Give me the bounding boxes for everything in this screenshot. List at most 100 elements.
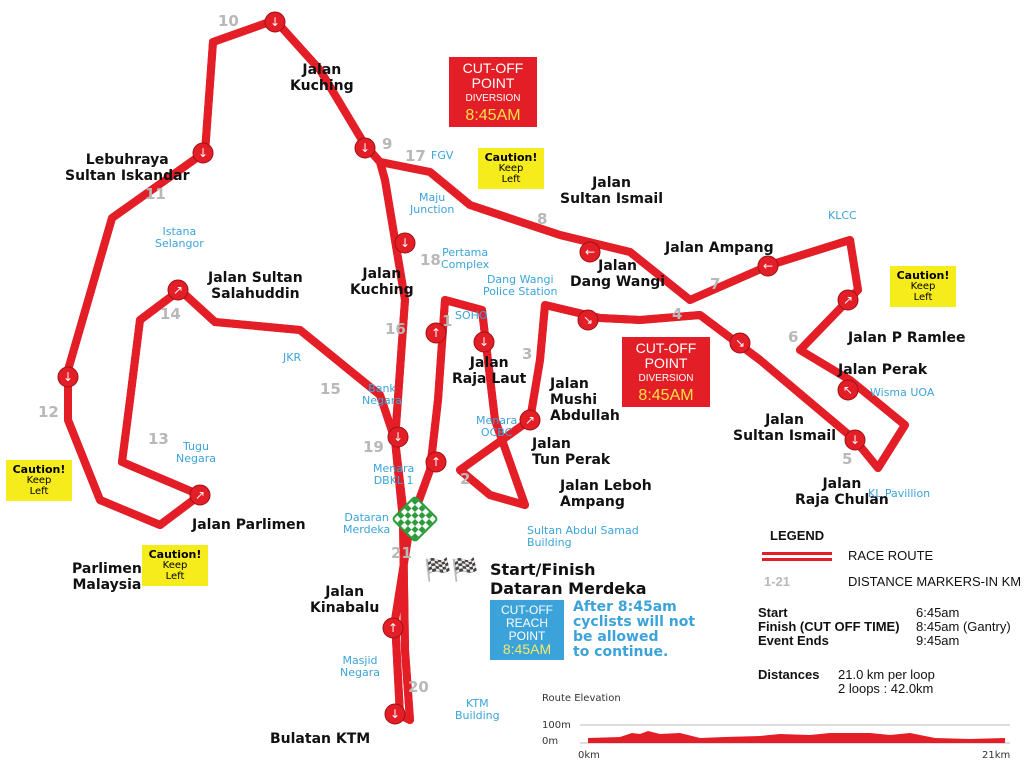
arrow-glyph: ↓: [63, 370, 73, 384]
km-marker: 2: [460, 470, 471, 488]
race-route-swatch: [762, 552, 832, 561]
cutoff-line1: CUT-OFF: [462, 60, 524, 76]
cutoff-line2: POINT: [644, 355, 688, 371]
legend-markers-sample: 1-21: [764, 574, 791, 589]
street-jalan-parlimen: Jalan Parlimen: [192, 517, 306, 533]
km-marker: 13: [148, 430, 169, 448]
elevation-y-bottom: 0m: [542, 736, 559, 747]
km-marker: 20: [408, 678, 429, 696]
landmark-menara-ocbc: Menara OCBC: [476, 414, 518, 439]
caution-title: Caution!: [12, 463, 66, 476]
arrow-glyph: ↓: [393, 430, 403, 444]
elevation-x-start: 0km: [578, 750, 600, 761]
km-marker: 15: [320, 380, 341, 398]
direction-arrow-icon: [425, 322, 447, 344]
cutoff-reach-text: CUT-OFF REACH POINT: [501, 603, 553, 643]
km-marker: 6: [788, 328, 799, 346]
elevation-x-end: 21km: [982, 750, 1011, 761]
landmark-ktm-building: KTM Building: [455, 697, 500, 722]
direction-arrow-icon: [57, 366, 79, 388]
legend-markers-label: DISTANCE MARKERS-IN KM: [848, 574, 1022, 589]
direction-arrow-icon: [837, 379, 859, 401]
km-marker: 16: [385, 320, 406, 338]
street-lebuhraya-sultan-iskandar: Lebuhraya Sultan Iskandar: [65, 152, 190, 184]
arrow-glyph: ↓: [270, 15, 280, 29]
route-elevation: Route Elevation 100m 0m 0km 21km: [540, 693, 1020, 763]
direction-arrow-icon: [473, 331, 495, 353]
km-marker: 12: [38, 403, 59, 421]
km-marker: 18: [420, 251, 441, 269]
street-jalan-kuching-south: Jalan Kuching: [350, 266, 414, 298]
cutoff-diversion-north: CUT-OFF POINT DIVERSION 8:45AM: [449, 57, 537, 127]
cutoff-reach-time: 8:45AM: [502, 641, 552, 657]
km-marker: 4: [672, 305, 683, 323]
km-marker: 14: [160, 305, 181, 323]
street-bulatan-ktm: Bulatan KTM: [270, 731, 371, 747]
landmark-wisma-uoa: Wisma UOA: [870, 386, 935, 399]
cutoff-time: 8:45AM: [638, 387, 694, 404]
landmark-istana-selangor: Istana Selangor: [155, 225, 204, 250]
km-marker: 10: [218, 12, 239, 30]
arrow-glyph: ←: [763, 259, 773, 273]
event-ends-value: 9:45am: [916, 633, 960, 648]
landmark-masjid-negara: Masjid Negara: [340, 654, 380, 679]
landmark-jkr: JKR: [283, 351, 302, 364]
street-jalan-kinabalu: Jalan Kinabalu: [310, 584, 380, 616]
landmark-soho: SOHO: [455, 309, 488, 322]
arrow-glyph: ←: [585, 245, 595, 259]
street-jalan-tun-perak: Jalan Tun Perak: [532, 436, 611, 468]
elevation-title: Route Elevation: [542, 693, 621, 704]
street-jalan-kuching-north: Jalan Kuching: [290, 62, 354, 94]
arrow-glyph: ↓: [390, 707, 400, 721]
street-jalan-ampang: Jalan Ampang: [665, 240, 774, 256]
km-marker: 3: [522, 345, 533, 363]
arrow-glyph: ↗: [525, 413, 535, 427]
direction-arrow-icon: [264, 11, 286, 33]
km-marker: 19: [363, 438, 384, 456]
caution-text: Keep Left: [162, 560, 188, 582]
direction-arrow-icon: [837, 289, 859, 311]
caution-text: Keep Left: [910, 281, 936, 303]
arrow-glyph: ↓: [479, 335, 489, 349]
cutoff-time: 8:45AM: [465, 107, 521, 124]
cutoff-line1: CUT-OFF: [635, 340, 697, 356]
km-marker: 17: [405, 147, 426, 165]
distances-per-loop: 21.0 km per loop: [838, 667, 935, 682]
start-finish-line1: Start/Finish: [490, 560, 596, 579]
caution-box: Caution!Keep Left: [478, 148, 544, 189]
landmark-kl-pavilion: KL Pavillion: [868, 487, 931, 500]
arrow-glyph: ↑: [431, 455, 441, 469]
direction-arrow-icon: [354, 137, 376, 159]
elevation-profile: [588, 731, 1005, 743]
km-marker: 8: [537, 210, 548, 228]
cutoff-diversion-east: CUT-OFF POINT DIVERSION 8:45AM: [622, 337, 710, 407]
caution-title: Caution!: [896, 269, 950, 282]
start-finish-line2: Dataran Merdeka: [490, 579, 647, 598]
cutoff-line2: POINT: [471, 75, 515, 91]
legend-route-label: RACE ROUTE: [848, 548, 934, 563]
km-marker: 11: [145, 185, 166, 203]
direction-arrow-icon: [729, 332, 751, 354]
street-jalan-mushi-abdullah: Jalan Mushi Abdullah: [550, 376, 620, 424]
caution-box: Caution!Keep Left: [142, 545, 208, 586]
direction-arrow-icon: [167, 279, 189, 301]
landmark-fgv: FGV: [431, 149, 454, 162]
arrow-glyph: ↘: [735, 336, 745, 350]
cutoff-line3: DIVERSION: [638, 373, 694, 384]
finish-label: Finish (CUT OFF TIME): [758, 619, 900, 634]
checkered-flags-icon: 🏁🏁: [424, 558, 479, 583]
km-marker: 9: [382, 135, 393, 153]
caution-text: Keep Left: [26, 475, 52, 497]
distances-label: Distances: [758, 667, 820, 682]
landmark-tugu-negara: Tugu Negara: [176, 440, 216, 465]
street-jalan-sultan-salahuddin: Jalan Sultan Salahuddin: [208, 270, 303, 302]
arrow-glyph: ↗: [173, 283, 183, 297]
arrow-glyph: ↓: [360, 141, 370, 155]
street-jalan-raja-laut: Jalan Raja Laut: [452, 355, 527, 387]
street-jalan-p-ramlee: Jalan P Ramlee: [848, 330, 966, 346]
landmark-parlimen-malaysia: Parlimen Malaysia: [72, 561, 142, 593]
landmark-bank-negara: Bank Negara: [362, 382, 402, 407]
direction-arrow-icon: [382, 617, 404, 639]
street-jalan-dang-wangi: Jalan Dang Wangi: [570, 258, 666, 290]
